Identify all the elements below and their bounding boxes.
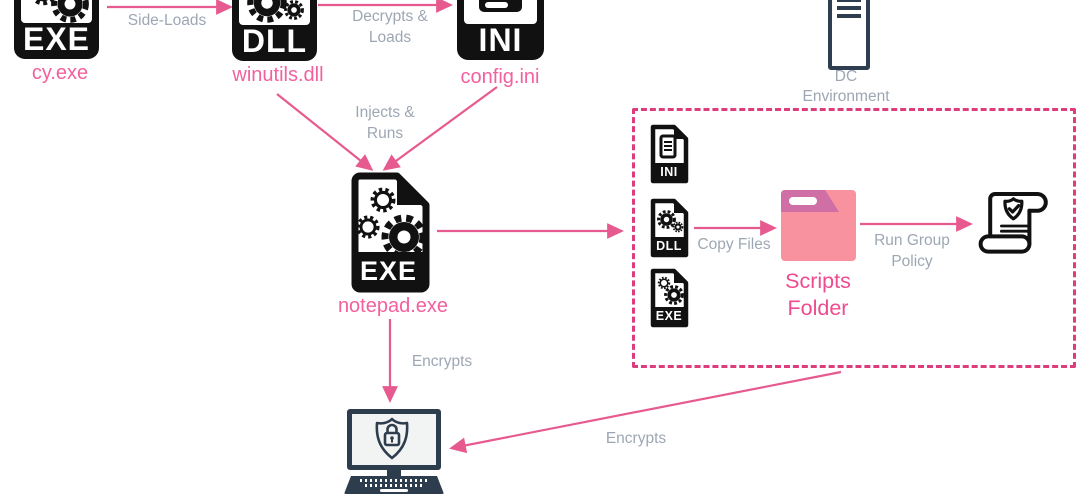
copy-files-label: Copy Files (697, 236, 771, 253)
gears-glyph (21, 0, 92, 23)
key-row (360, 479, 428, 482)
gears-glyph (239, 0, 310, 25)
key-row (365, 484, 423, 487)
badge-label: DLL (241, 23, 308, 59)
dc-environment-box (632, 108, 1076, 368)
doc-label: EXE (655, 309, 683, 323)
exe-file-icon-notepad: EXE (345, 172, 432, 293)
dll-file-icon: DLL (648, 198, 690, 260)
winutils-dll-label: winutils.dll (232, 64, 324, 86)
encrypted-host-icon (344, 408, 444, 494)
scripts-folder-label: Scripts Folder (785, 269, 851, 320)
ini-file-icon: INI (648, 124, 690, 186)
cy-exe-label: cy.exe (31, 62, 89, 84)
server-slot (837, 14, 861, 18)
injects-runs-label: Injects & Runs (355, 104, 415, 142)
exe-file-icon-cy: EXE (14, 0, 99, 59)
decrypts-loads-label: Decrypts & Loads (352, 8, 428, 46)
doc-label: DLL (656, 239, 682, 253)
config-ini-label: config.ini (460, 66, 540, 88)
dll-file-icon-winutils: DLL (232, 0, 317, 61)
doc-label: EXE (359, 256, 418, 286)
folder-tab-slot (789, 197, 817, 205)
monitor-screen (347, 409, 441, 470)
run-group-policy-label: Run Group Policy (874, 232, 950, 270)
dc-server-icon (828, 0, 870, 70)
side-loads-label: Side-Loads (127, 12, 207, 29)
lock-shield-icon (375, 417, 409, 460)
dc-environment-label: DC Environment (802, 68, 890, 105)
encrypts-notepad-label: Encrypts (411, 353, 473, 370)
check-icon (1007, 204, 1021, 214)
doc-label: INI (660, 165, 678, 179)
keyboard (344, 476, 444, 494)
ini-book-glyph (464, 0, 537, 24)
exe-file-icon: EXE (648, 268, 690, 330)
ini-file-icon-config: INI (457, 0, 544, 60)
scripts-folder-icon (781, 190, 856, 261)
badge-label: INI (478, 22, 523, 58)
monitor-stand (387, 470, 401, 477)
encrypts-scripts-label: Encrypts (605, 430, 667, 447)
badge-label: EXE (22, 21, 91, 57)
spacebar (380, 489, 408, 492)
group-policy-icon (978, 192, 1048, 254)
server-slot (837, 6, 861, 10)
server-slot (837, 0, 861, 2)
notepad-exe-label: notepad.exe (337, 295, 449, 317)
